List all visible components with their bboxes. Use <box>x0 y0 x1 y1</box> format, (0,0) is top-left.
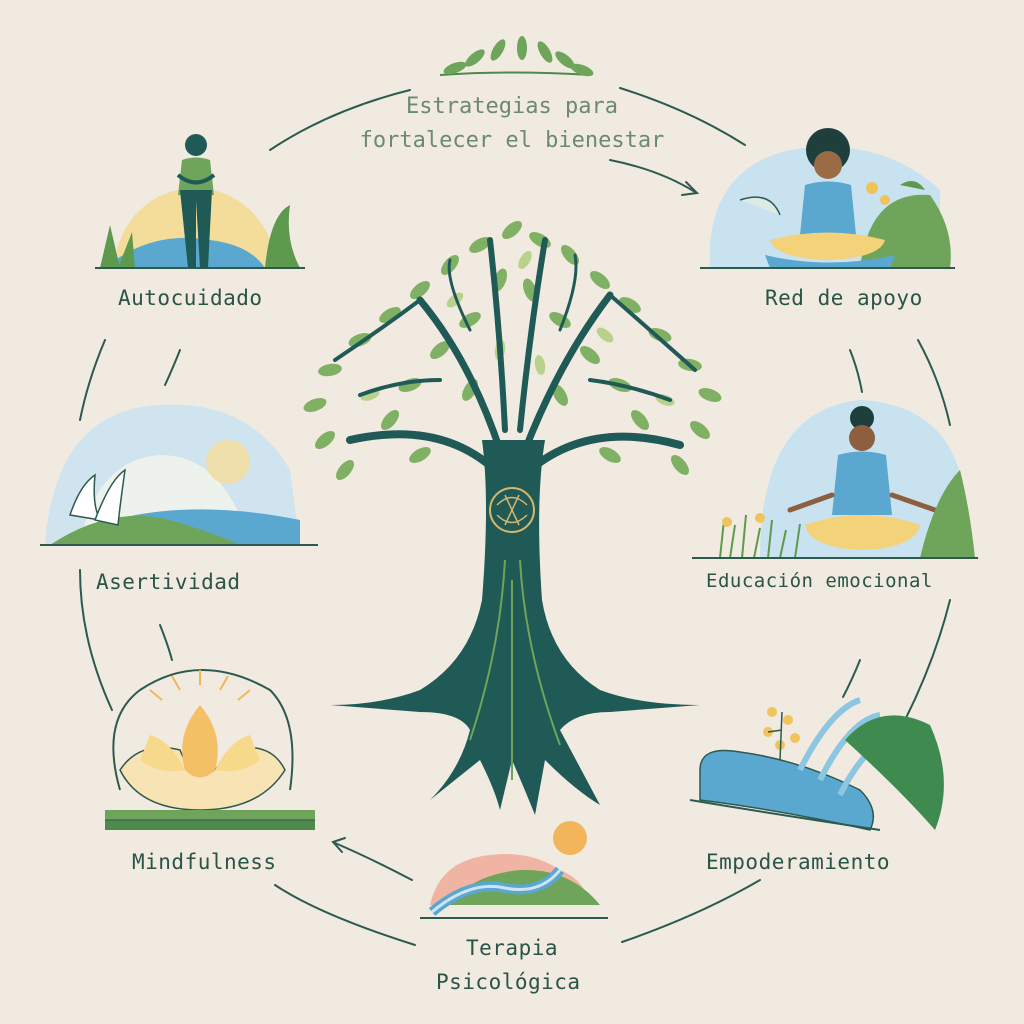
label-terapia-line-1: Terapia <box>466 936 559 960</box>
terapia-illustration <box>420 821 608 919</box>
asertividad-illustration <box>40 404 318 546</box>
arc-segment <box>842 659 861 698</box>
label-mindfulness: Mindfulness <box>132 850 277 874</box>
arc-segment <box>164 349 181 386</box>
educacion-emocional-illustration <box>692 400 978 559</box>
diagram-title: Estrategias para fortalecer el bienestar <box>312 90 712 158</box>
arc-segment <box>79 339 106 421</box>
arc-segment <box>79 569 113 711</box>
tree-branches <box>333 237 697 474</box>
arc-segment-arrow-top <box>609 159 696 193</box>
arc-segment <box>274 884 416 946</box>
title-sprig-icon <box>439 36 594 77</box>
arc-segment <box>917 339 951 426</box>
arrow-head-top <box>681 181 700 196</box>
arc-segment <box>904 599 951 721</box>
arc-segment <box>849 349 863 393</box>
cycle-arcs <box>79 87 951 946</box>
label-asertividad: Asertividad <box>96 570 241 594</box>
label-educacion-emocional: Educación emocional <box>706 570 933 592</box>
label-autocuidado: Autocuidado <box>118 286 263 310</box>
label-red-de-apoyo: Red de apoyo <box>765 286 923 310</box>
mindfulness-illustration <box>105 669 315 830</box>
autocuidado-illustration <box>95 134 305 269</box>
empoderamiento-illustration <box>689 697 944 831</box>
label-terapia-line-2: Psicológica <box>436 970 581 994</box>
title-line-2: fortalecer el bienestar <box>359 128 665 153</box>
tree-icon <box>303 221 722 815</box>
arrow-head-bottom <box>331 837 346 853</box>
tree-trunk <box>330 440 700 815</box>
arc-segment <box>621 879 761 943</box>
arc-segment <box>159 624 173 661</box>
arc-segment <box>619 87 746 146</box>
title-line-1: Estrategias para <box>406 94 618 119</box>
trunk-emblem-icon <box>489 487 535 533</box>
label-empoderamiento: Empoderamiento <box>706 850 891 874</box>
arc-segment-arrow-bottom <box>334 842 413 881</box>
red-de-apoyo-illustration <box>700 128 955 269</box>
arc-segment <box>269 89 411 151</box>
trunk-veins <box>469 559 561 780</box>
